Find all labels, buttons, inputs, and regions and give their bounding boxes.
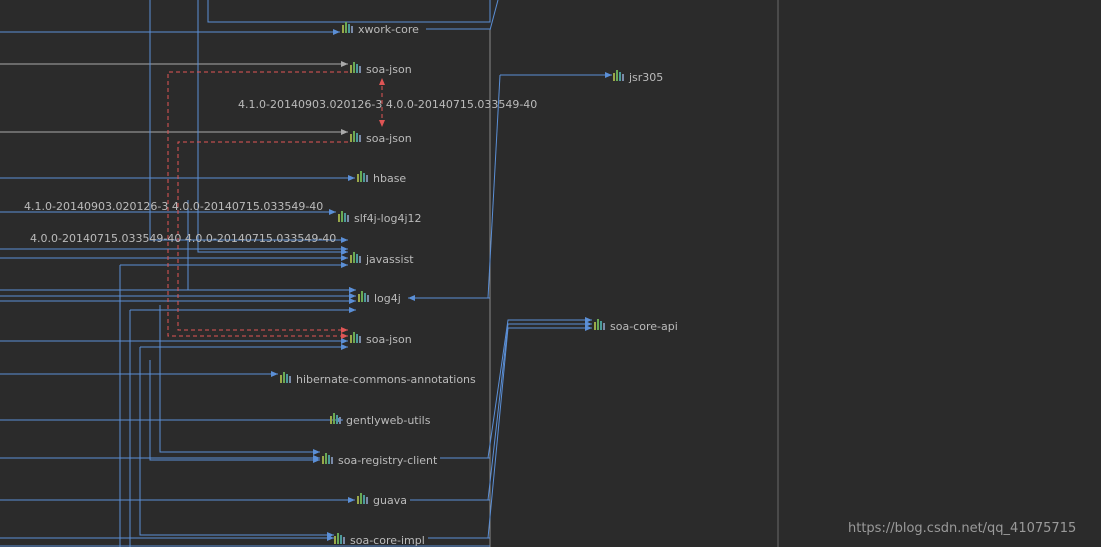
- node-label: soa-json: [366, 333, 412, 346]
- conflict-label: 4.0.0-20140715.033549-40 4.0.0-20140715.…: [30, 232, 336, 245]
- node-guava[interactable]: guava: [357, 493, 407, 507]
- node-javassist[interactable]: javassist: [350, 252, 414, 266]
- node-label: log4j: [374, 292, 401, 305]
- library-bars-icon: [350, 131, 361, 142]
- node-label: jsr305: [628, 71, 663, 84]
- conflict-label: 4.1.0-20140903.020126-3 4.0.0-20140715.0…: [238, 98, 537, 111]
- node-label: xwork-core: [358, 23, 419, 36]
- node-slf4j-log4j12[interactable]: slf4j-log4j12: [338, 211, 422, 225]
- node-label: javassist: [365, 253, 414, 266]
- node-label: guava: [373, 494, 407, 507]
- node-hbase[interactable]: hbase: [357, 171, 406, 185]
- node-log4j[interactable]: log4j: [358, 291, 401, 305]
- node-label: slf4j-log4j12: [354, 212, 422, 225]
- watermark: https://blog.csdn.net/qq_41075715: [848, 521, 1076, 536]
- node-label: soa-json: [366, 132, 412, 145]
- node-soa-core-api[interactable]: soa-core-api: [594, 319, 678, 333]
- node-label: hbase: [373, 172, 406, 185]
- nodes: xwork-core soa-json soa-json hbase slf4j-log…: [280, 22, 678, 547]
- library-bars-icon: [330, 413, 341, 424]
- node-hibernate-commons-annotations[interactable]: hibernate-commons-annotations: [280, 372, 476, 386]
- conflict-label: 4.1.0-20140903.020126-3 4.0.0-20140715.0…: [24, 200, 323, 213]
- edges-routed: [119, 0, 612, 547]
- node-label: soa-core-impl: [350, 534, 425, 547]
- node-label: hibernate-commons-annotations: [296, 373, 476, 386]
- library-bars-icon: [613, 70, 624, 81]
- node-label: gentlyweb-utils: [346, 414, 431, 427]
- library-bars-icon: [350, 62, 361, 73]
- node-soa-registry-client[interactable]: soa-registry-client: [322, 453, 438, 467]
- library-bars-icon: [594, 319, 605, 330]
- node-soa-json-2[interactable]: soa-json: [350, 131, 412, 145]
- library-bars-icon: [334, 533, 345, 544]
- library-bars-icon: [342, 22, 353, 33]
- library-bars-icon: [357, 171, 368, 182]
- library-bars-icon: [350, 252, 361, 263]
- library-bars-icon: [350, 332, 361, 343]
- node-label: soa-json: [366, 63, 412, 76]
- library-bars-icon: [358, 291, 369, 302]
- library-bars-icon: [338, 211, 349, 222]
- node-label: soa-core-api: [610, 320, 678, 333]
- library-bars-icon: [357, 493, 368, 504]
- node-soa-core-impl[interactable]: soa-core-impl: [334, 533, 425, 547]
- node-soa-json-1[interactable]: soa-json: [350, 62, 412, 76]
- node-label: soa-registry-client: [338, 454, 438, 467]
- conflict-edges: [167, 71, 385, 339]
- library-bars-icon: [280, 372, 291, 383]
- node-jsr305[interactable]: jsr305: [613, 70, 663, 84]
- edges-left: [0, 29, 490, 547]
- library-bars-icon: [322, 453, 333, 464]
- node-soa-json-3[interactable]: soa-json: [350, 332, 412, 346]
- node-xwork-core[interactable]: xwork-core: [342, 22, 419, 36]
- node-gentlyweb-utils[interactable]: gentlyweb-utils: [330, 413, 431, 427]
